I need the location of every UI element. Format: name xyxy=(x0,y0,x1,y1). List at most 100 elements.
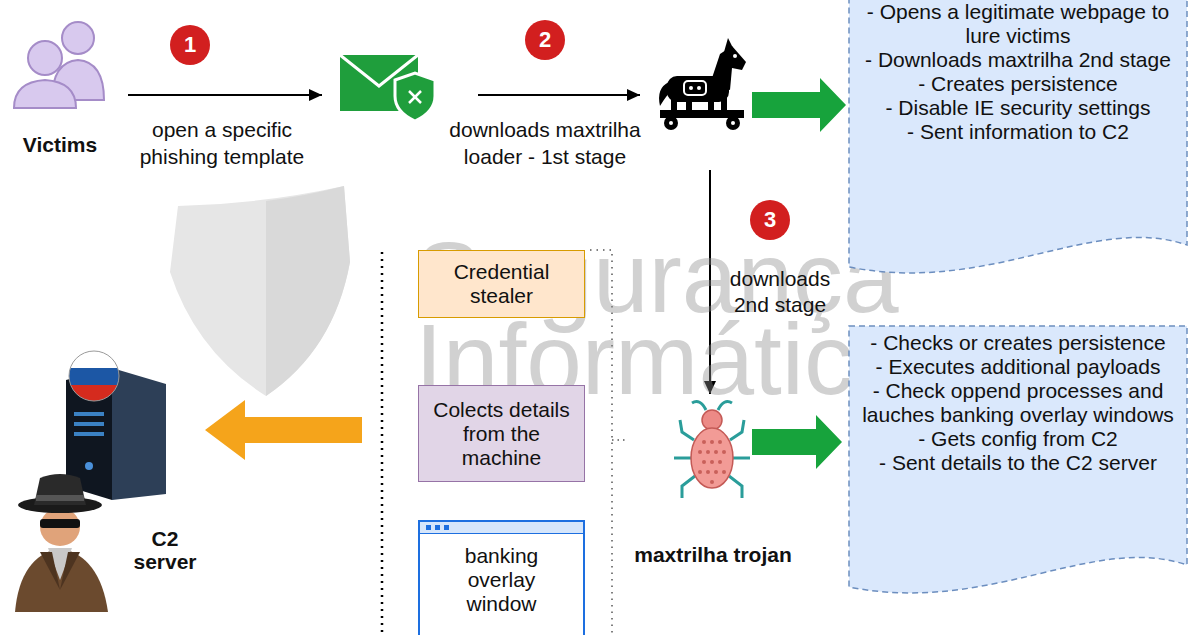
trojan-horse-icon xyxy=(733,54,737,58)
bug-icon xyxy=(710,460,714,464)
watermark-shield xyxy=(266,186,350,396)
trojan-horse-icon xyxy=(686,96,692,111)
text-group: maxtrilha trojan xyxy=(603,543,823,567)
text-group: Credential stealer xyxy=(429,260,574,308)
info-text: - Creates persistence xyxy=(854,72,1182,96)
actor-label: Victims xyxy=(10,132,110,158)
info-text: - Sent details to the C2 server xyxy=(854,451,1182,475)
trojan-horse-icon xyxy=(721,96,727,111)
victims-icon xyxy=(62,22,94,54)
callout-number: 1 xyxy=(170,25,210,65)
trojan-horse-icon xyxy=(697,86,701,90)
hacker-icon xyxy=(34,474,86,505)
dotted-bracket xyxy=(612,439,628,441)
watermark-shield xyxy=(170,186,350,396)
process-box: Colects details from the machine xyxy=(418,385,585,482)
russian-flag-ball xyxy=(68,350,120,403)
trojan-horse-icon xyxy=(669,121,673,125)
trojan-horse-icon xyxy=(659,38,746,130)
server-icon xyxy=(74,412,104,416)
bug-icon xyxy=(698,450,702,454)
victims-icon xyxy=(28,41,62,75)
document-outline xyxy=(849,326,1187,593)
window-button xyxy=(426,525,431,530)
envelope-icon xyxy=(409,91,421,103)
arrow-label: open a specific phishing template xyxy=(122,116,322,170)
bug-icon xyxy=(680,420,694,440)
bug-icon xyxy=(710,480,714,484)
russian-flag-ball xyxy=(68,350,120,403)
hacker-icon xyxy=(40,519,80,528)
server-icon xyxy=(74,422,104,426)
hacker-icon xyxy=(36,495,84,501)
trojan-node: maxtrilha trojan xyxy=(678,398,748,486)
envelope-icon xyxy=(395,73,435,121)
trojan-horse-icon xyxy=(664,116,678,130)
trojan-horse-icon xyxy=(671,96,677,111)
text-group: - Opens a legitimate webpage to lure vic… xyxy=(854,0,1182,144)
server-icon xyxy=(112,368,166,500)
server-icon xyxy=(85,462,93,470)
callout-circle xyxy=(750,200,790,240)
bug-icon xyxy=(698,470,702,474)
trojan-horse-icon xyxy=(710,46,746,90)
bug-icon xyxy=(722,470,726,474)
callout-circle xyxy=(525,20,565,60)
arrow-label: downloads maxtrilha loader - 1st stage xyxy=(440,116,650,170)
green-block-arrow xyxy=(752,78,846,132)
box-text: Colects details from the machine xyxy=(429,398,574,470)
bug-icon xyxy=(706,450,710,454)
bug-icon xyxy=(702,440,706,444)
bug-icon xyxy=(706,470,710,474)
server-icon xyxy=(74,432,104,436)
flow-arrow xyxy=(478,94,640,96)
trojan-horse-icon xyxy=(689,86,693,90)
bug-icon xyxy=(729,476,742,498)
bug-icon xyxy=(682,476,695,498)
green-block-arrow xyxy=(752,78,846,132)
bug-icon xyxy=(674,402,750,498)
trojan-horse-icon xyxy=(659,82,672,106)
bug-icon xyxy=(718,460,722,464)
icon-caption: maxtrilha trojan xyxy=(603,543,823,567)
green-block-arrow xyxy=(752,415,842,469)
arrow-label: downloads 2nd stage xyxy=(720,266,840,318)
info-text: - Sent information to C2 xyxy=(854,120,1182,144)
flow-arrow xyxy=(128,94,322,96)
trojan-horse-icon xyxy=(724,38,734,52)
process-box: Credential stealer xyxy=(418,250,585,318)
trojan-horse-icon xyxy=(731,121,735,125)
info-panel: - Opens a legitimate webpage to lure vic… xyxy=(848,0,1188,285)
info-panel: - Checks or creates persistence- Execute… xyxy=(848,325,1188,605)
text-group: banking overlay window xyxy=(436,544,567,616)
hacker-icon xyxy=(60,552,80,590)
bug-icon xyxy=(702,460,706,464)
bug-icon xyxy=(732,457,750,460)
text-group: Colects details from the machine xyxy=(429,398,574,470)
russian-flag-ball xyxy=(76,357,96,367)
document-outline xyxy=(849,0,1187,273)
info-text: - Check oppend processes and lauches ban… xyxy=(854,379,1182,427)
window-box: banking overlay window xyxy=(418,520,585,635)
bug-icon xyxy=(692,402,706,410)
bug-icon xyxy=(710,440,714,444)
yellow-block-arrow xyxy=(205,400,362,460)
trojan-horse-icon xyxy=(726,116,740,130)
bug-icon xyxy=(674,457,692,460)
bug-icon xyxy=(718,440,722,444)
window-button xyxy=(444,525,449,530)
russian-flag-ball xyxy=(68,368,120,385)
info-text: - Checks or creates persistence xyxy=(854,331,1182,355)
server-label: C2 server xyxy=(120,527,210,573)
text-group: - Checks or creates persistence- Execute… xyxy=(854,331,1182,475)
bug-icon xyxy=(702,410,722,430)
callout-number: 2 xyxy=(525,20,565,60)
trojan-horse-icon xyxy=(708,96,714,111)
dotted-bracket xyxy=(381,252,384,635)
bug-icon xyxy=(714,450,718,454)
trojan-horse-icon xyxy=(684,81,706,95)
yellow-block-arrow xyxy=(205,400,362,460)
hacker-icon xyxy=(40,508,80,546)
info-text: - Gets config from C2 xyxy=(854,427,1182,451)
